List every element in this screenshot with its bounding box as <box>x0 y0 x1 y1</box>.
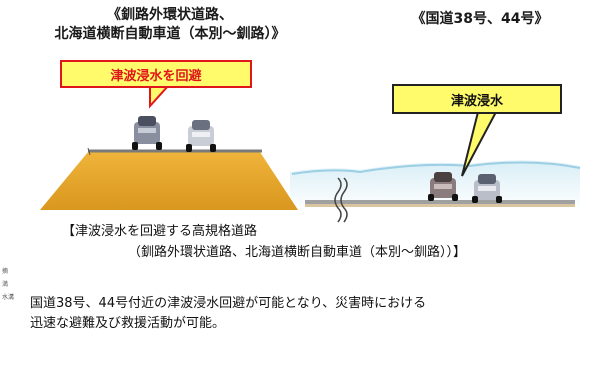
header-left-line1: 《釧路外環状道路、 <box>107 7 233 23</box>
break-symbol <box>334 177 348 223</box>
header-right: 《国道38号、44号》 <box>411 11 549 27</box>
edge-fragment: 摘 <box>2 268 9 275</box>
low-road <box>305 200 575 207</box>
car-icon <box>428 172 458 201</box>
callout-avoid-flooding: 津波浸水を回避 <box>60 60 252 88</box>
caption-title: 【津波浸水を回避する高規格道路 <box>62 224 258 239</box>
body-text-line-2: 迅速な避難及び救援活動が可能。 <box>30 316 226 331</box>
callout-flooding: 津波浸水 <box>392 84 562 114</box>
header-left-line2: 北海道横断自動車道（本別～釧路）》 <box>54 26 286 42</box>
car-icon <box>132 116 162 150</box>
edge-fragment: 水溝 <box>2 294 15 301</box>
car-icon <box>186 120 216 152</box>
header-left: 《釧路外環状道路、 北海道横断自動車道（本別～釧路）》 <box>0 6 340 44</box>
callout-left-pointer <box>149 85 171 109</box>
body-text-line-1: 国道38号、44号付近の津波浸水回避が可能となり、災害時における <box>30 296 427 311</box>
embankment <box>40 147 298 210</box>
caption-subtitle: （釧路外環状道路、北海道横断自動車道（本別～釧路））】 <box>128 245 467 260</box>
car-icon <box>472 174 502 203</box>
edge-fragment: 満 <box>2 281 9 288</box>
